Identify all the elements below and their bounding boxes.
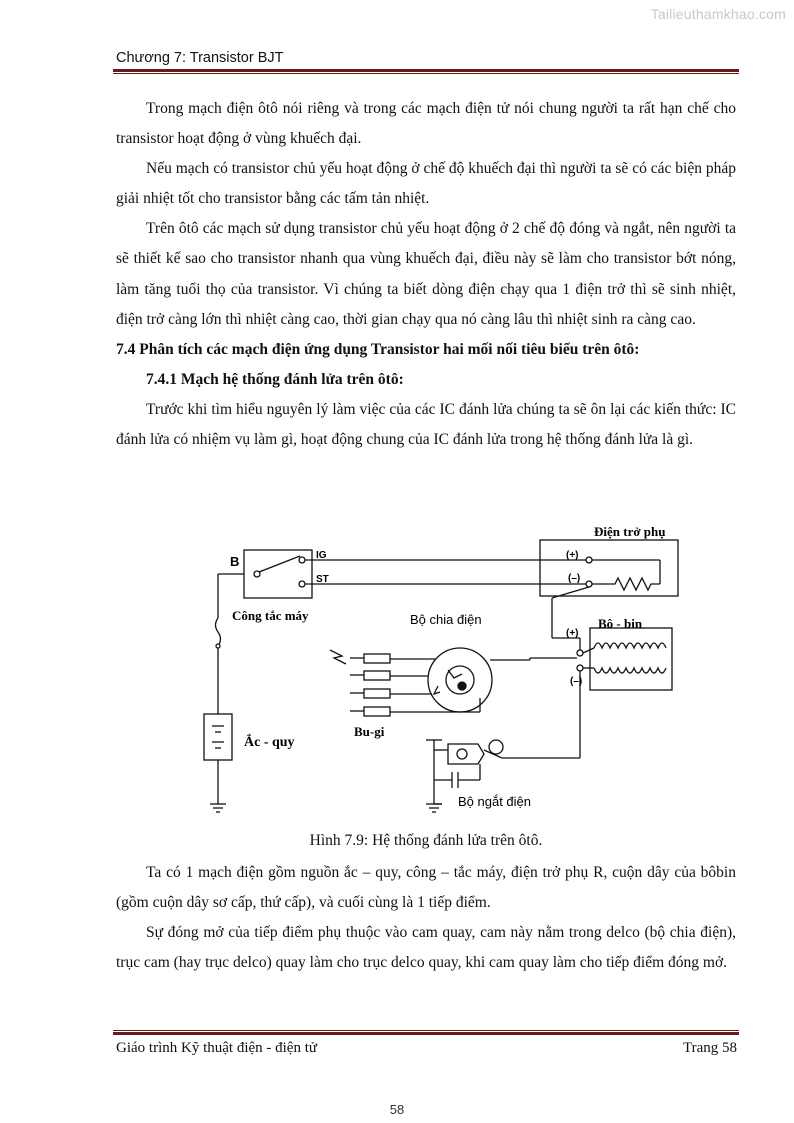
label-breaker: Bộ ngắt điện — [458, 794, 531, 809]
paragraph: Nếu mạch có transistor chủ yếu hoạt động… — [116, 160, 736, 208]
label-minus2: (–) — [570, 676, 582, 687]
main-text-2: Ta có 1 mạch điện gồm nguồn ắc – quy, cô… — [116, 858, 736, 978]
label-ig: IG — [316, 550, 327, 561]
paragraph: Ta có 1 mạch điện gồm nguồn ắc – quy, cô… — [116, 864, 736, 912]
watermark: Tailieuthamkhao.com — [650, 6, 786, 22]
label-st: ST — [316, 574, 329, 585]
label-plus2: (+) — [566, 628, 579, 639]
label-coil: Bô - bin — [598, 616, 643, 631]
chapter-header: Chương 7: Transistor BJT — [116, 50, 284, 66]
section-heading: 7.4 Phân tích các mạch điện ứng dụng Tra… — [116, 340, 640, 358]
resistor-box — [539, 539, 679, 597]
label-switch: Công tắc máy — [232, 608, 309, 623]
paragraph: Trước khi tìm hiểu nguyên lý làm việc củ… — [116, 400, 736, 449]
label-plus1: (+) — [566, 550, 579, 561]
header-rule — [113, 69, 739, 72]
label-distributor: Bộ chia điện — [410, 612, 482, 627]
label-b: B — [230, 554, 239, 569]
header-rule-thin — [113, 73, 739, 74]
footer-page: Trang 58 — [682, 1040, 737, 1056]
label-minus1: (–) — [568, 573, 580, 584]
page-number: 58 — [389, 1102, 405, 1117]
figure-caption: Hình 7.9: Hệ thống đánh lửa trên ôtô. — [309, 832, 543, 849]
label-spark: Bu-gi — [354, 724, 385, 739]
footer-rule — [113, 1032, 739, 1035]
paragraph: Sự đóng mở của tiếp điểm phụ thuộc vào c… — [116, 924, 736, 972]
subsection-heading: 7.4.1 Mạch hệ thống đánh lửa trên ôtô: — [146, 370, 404, 388]
ignition-circuit-figure: Điện trở phụ B IG ST (+) (–) Công tắc má… — [190, 518, 690, 824]
paragraph: Trong mạch điện ôtô nói riêng và trong c… — [116, 100, 736, 148]
footer-title: Giáo trình Kỹ thuật điện - điện tử — [116, 1040, 318, 1056]
paragraph: Trên ôtô các mạch sử dụng transistor chủ… — [116, 220, 736, 328]
circuit-diagram: Điện trở phụ B IG ST (+) (–) Công tắc má… — [203, 524, 679, 813]
label-battery: Ắc - quy — [244, 733, 295, 750]
label-resistor: Điện trở phụ — [594, 524, 666, 539]
main-text: Trong mạch điện ôtô nói riêng và trong c… — [116, 94, 736, 455]
footer-rule-thin — [113, 1030, 739, 1031]
